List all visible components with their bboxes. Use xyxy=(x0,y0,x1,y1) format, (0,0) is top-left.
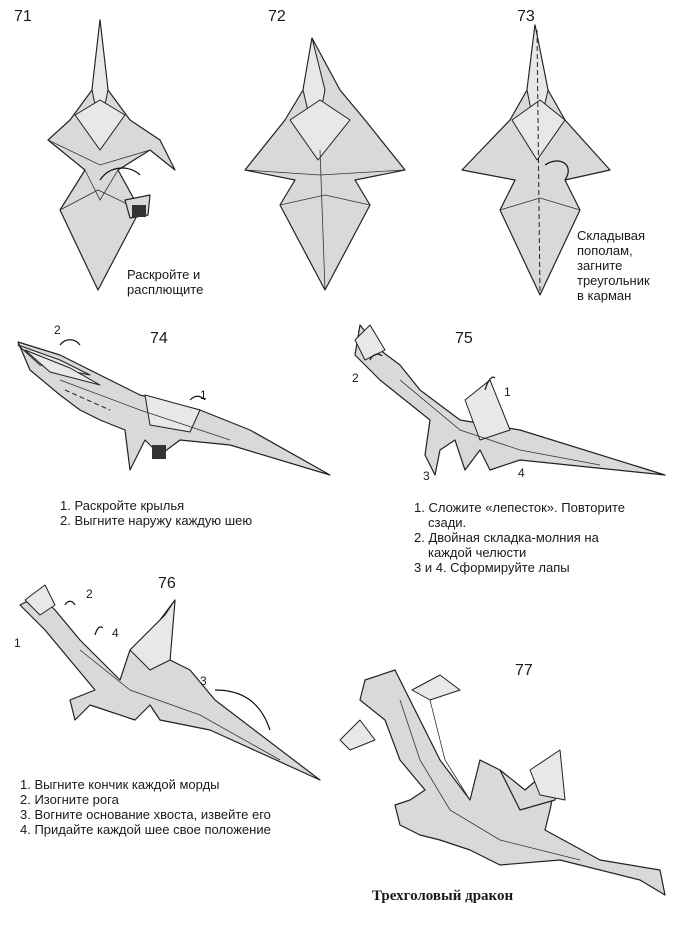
step-76-figure xyxy=(19,584,321,781)
step-73-caption-line: загните xyxy=(577,258,623,273)
step-74-caption-line: 1. Раскройте крылья xyxy=(60,498,185,513)
step-71-figure xyxy=(47,19,176,291)
step-75-marker-4: 4 xyxy=(518,466,525,480)
step-75-marker-2: 2 xyxy=(352,371,359,385)
step-76-marker-1: 1 xyxy=(14,636,21,650)
step-73-caption-line: пополам, xyxy=(577,243,633,258)
step-73-caption-line: треугольник xyxy=(577,273,650,288)
step-75-figure xyxy=(354,324,666,476)
step-75-marker-3: 3 xyxy=(423,469,430,483)
step-75-caption-line: 3 и 4. Сформируйте лапы xyxy=(414,560,570,575)
step-75-caption-line: каждой челюсти xyxy=(428,545,527,560)
step-74-marker-2: 2 xyxy=(54,323,61,337)
step-76-marker-3: 3 xyxy=(200,674,207,688)
step-76-caption-line: 4. Придайте каждой шее свое положение xyxy=(20,822,271,837)
step-76-caption: 1. Выгните кончик каждой морды 2. Изогни… xyxy=(20,777,271,837)
step-71-number: 71 xyxy=(14,8,32,25)
step-76-caption-line: 2. Изогните рога xyxy=(20,792,119,807)
step-73-caption: Складывая пополам, загните треугольник в… xyxy=(577,228,650,303)
step-75-caption-line: сзади. xyxy=(428,515,467,530)
step-77-figure xyxy=(339,669,666,896)
step-73-caption-line: Складывая xyxy=(577,228,645,243)
step-75-caption-line: 1. Сложите «лепесток». Повторите xyxy=(414,500,626,515)
step-72-figure xyxy=(244,37,406,291)
step-75-caption: 1. Сложите «лепесток». Повторите сзади. … xyxy=(414,500,625,575)
step-74-caption-line: 2. Выгните наружу каждую шею xyxy=(60,513,253,528)
step-72-number: 72 xyxy=(268,8,286,25)
step-75-marker-1: 1 xyxy=(504,385,511,399)
step-74-caption: 1. Раскройте крылья 2. Выгните наружу ка… xyxy=(60,498,252,528)
step-76-marker-2: 2 xyxy=(86,587,93,601)
step-74-figure xyxy=(17,339,331,476)
step-73-caption-line: в карман xyxy=(577,288,632,303)
step-75-caption-line: 2. Двойная складка-молния на xyxy=(414,530,599,545)
final-model-title: Трехголовый дракон xyxy=(372,888,514,904)
step-71-caption-line: расплющите xyxy=(127,282,204,297)
step-71-caption-line: Раскройте и xyxy=(127,267,201,282)
step-74-number: 74 xyxy=(150,330,168,347)
step-75-number: 75 xyxy=(455,330,473,347)
step-76-number: 76 xyxy=(158,575,176,592)
step-77-number: 77 xyxy=(515,662,533,679)
step-73-figure xyxy=(461,24,611,296)
step-73-number: 73 xyxy=(517,8,535,25)
step-76-caption-line: 1. Выгните кончик каждой морды xyxy=(20,777,220,792)
step-76-marker-4: 4 xyxy=(112,626,119,640)
step-74-marker-1: 1 xyxy=(200,388,207,402)
step-71-caption: Раскройте и расплющите xyxy=(127,267,203,297)
step-76-caption-line: 3. Вогните основание хвоста, извейте его xyxy=(20,807,271,822)
